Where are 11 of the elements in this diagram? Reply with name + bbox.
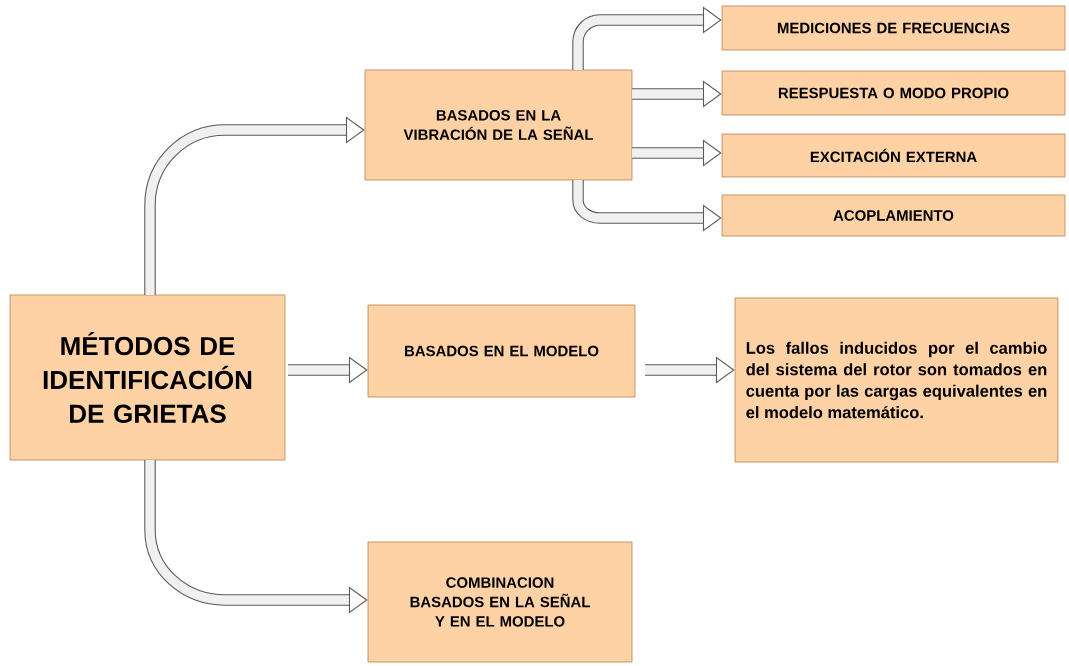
process-box: Los fallos inducidos por el cambio del sistema del rotor son tomados en cuenta por las cargas equivalentes en el modelo matemático. (734, 297, 1059, 463)
arrow (572, 6, 722, 70)
process-box: REESPUESTA O MODO PROPIO (721, 70, 1066, 116)
process-box: MEDICIONES DE FRECUENCIAS (721, 5, 1066, 51)
process-box: BASADOS EN LA VIBRACIÓN DE LA SEÑAL (364, 69, 633, 181)
process-box: COMBINACION BASADOS EN LA SEÑAL Y EN EL MODELO (367, 541, 633, 663)
arrow (144, 116, 365, 295)
process-box: EXCITACIÓN EXTERNA (721, 133, 1066, 178)
process-box: MÉTODOS DE IDENTIFICACIÓN DE GRIETAS (9, 294, 286, 461)
process-box: ACOPLAMIENTO (721, 194, 1066, 237)
process-box: BASADOS EN EL MODELO (367, 304, 636, 398)
